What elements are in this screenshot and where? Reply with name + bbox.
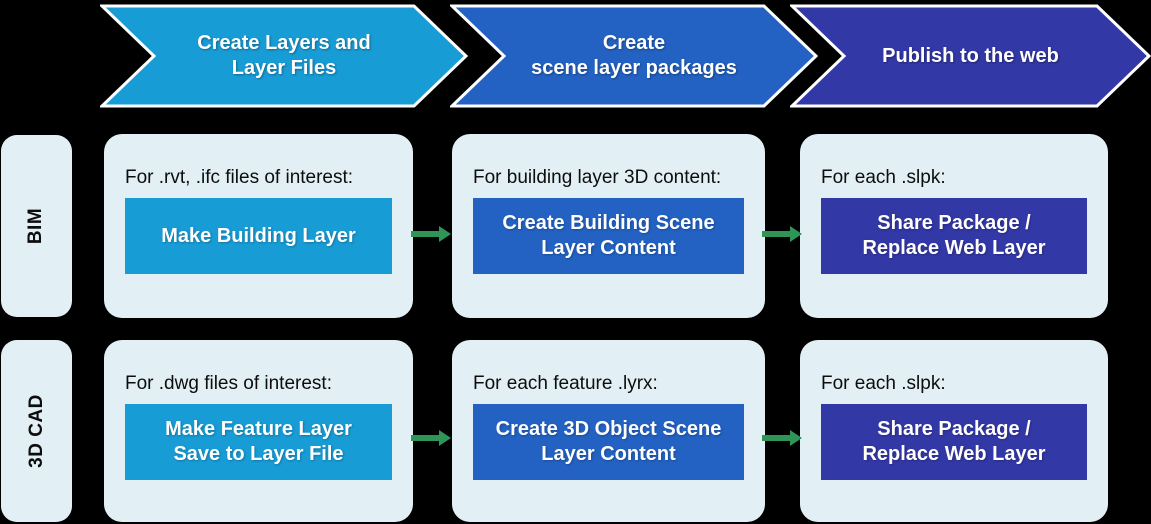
chevron-arrow-shape [450, 4, 818, 108]
step-caption: For .dwg files of interest: [125, 373, 332, 394]
chevron-create-scene-layer-packages: Create scene layer packages [450, 4, 818, 108]
step-panel-bim-make-building-layer: For .rvt, .ifc files of interest: Make B… [104, 134, 413, 318]
chevron-arrow-shape [100, 4, 468, 108]
chevron-arrow-shape [790, 4, 1151, 108]
flow-arrow-icon [411, 430, 451, 446]
tool-box-label-line: Replace Web Layer [862, 443, 1046, 465]
chevron-label: Create Layers and Layer Files [100, 4, 468, 108]
tool-box-share-package-replace-web-layer: Share Package / Replace Web Layer [821, 404, 1087, 480]
tool-box-make-building-layer: Make Building Layer [125, 198, 392, 274]
tool-box-label-line: Layer Content [541, 237, 676, 259]
tool-box-create-3d-object-scene-layer-content: Create 3D Object Scene Layer Content [473, 404, 744, 480]
step-panel-bim-create-building-scene-layer: For building layer 3D content: Create Bu… [452, 134, 765, 318]
tool-box-label-line: Create Building Scene [502, 212, 715, 234]
flow-arrow-icon [762, 430, 802, 446]
chevron-label-line: Create [602, 32, 666, 54]
row-label-text: BIM [25, 207, 47, 245]
tool-box-label-line: Layer Content [541, 443, 676, 465]
step-caption: For each feature .lyrx: [473, 373, 658, 394]
chevron-label-line: Publish to the web [882, 44, 1059, 67]
step-panel-bim-share-package: For each .slpk: Share Package / Replace … [800, 134, 1108, 318]
chevron-publish-to-the-web: Publish to the web [790, 4, 1151, 108]
tool-box-share-package-replace-web-layer: Share Package / Replace Web Layer [821, 198, 1087, 274]
chevron-label-line: scene layer packages [531, 57, 737, 79]
step-caption: For each .slpk: [821, 373, 946, 394]
step-caption: For building layer 3D content: [473, 167, 722, 188]
tool-box-label-line: Save to Layer File [173, 443, 344, 465]
row-label-bim: BIM [1, 135, 72, 317]
chevron-label: Publish to the web [790, 4, 1151, 108]
flow-arrow-icon [411, 226, 451, 242]
step-panel-cad-share-package: For each .slpk: Share Package / Replace … [800, 340, 1108, 522]
tool-box-label-line: Share Package / [877, 418, 1031, 440]
step-panel-cad-make-feature-layer: For .dwg files of interest: Make Feature… [104, 340, 413, 522]
tool-box-label-line: Replace Web Layer [862, 237, 1046, 259]
chevron-label: Create scene layer packages [450, 4, 818, 108]
step-caption: For .rvt, .ifc files of interest: [125, 167, 354, 188]
tool-box-label-line: Make Feature Layer [165, 418, 352, 440]
step-panel-cad-create-3d-object-scene-layer: For each feature .lyrx: Create 3D Object… [452, 340, 765, 522]
step-caption: For each .slpk: [821, 167, 946, 188]
tool-box-label-line: Make Building Layer [161, 224, 356, 247]
tool-box-create-building-scene-layer-content: Create Building Scene Layer Content [473, 198, 744, 274]
row-label-text: 3D CAD [25, 394, 47, 468]
tool-box-label-line: Share Package / [877, 212, 1031, 234]
tool-box-make-feature-layer-save-to-layer-file: Make Feature Layer Save to Layer File [125, 404, 392, 480]
chevron-label-line: Layer Files [231, 57, 337, 79]
chevron-label-line: Create Layers and [197, 32, 371, 54]
row-label-3d-cad: 3D CAD [1, 340, 72, 522]
chevron-create-layers-and-layer-files: Create Layers and Layer Files [100, 4, 468, 108]
tool-box-label-line: Create 3D Object Scene [495, 418, 722, 440]
flow-arrow-icon [762, 226, 802, 242]
